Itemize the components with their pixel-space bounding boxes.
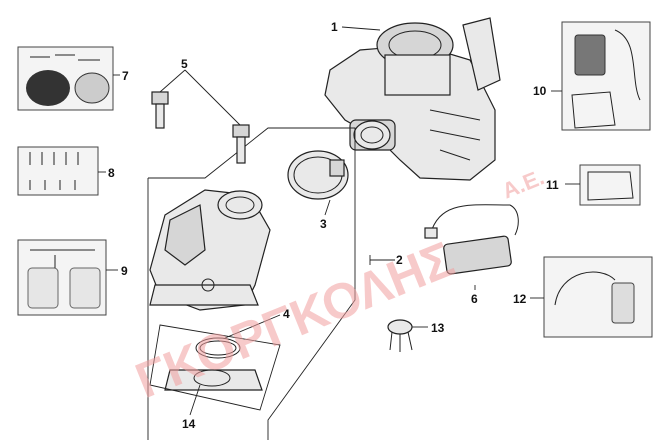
carburetor-part	[324, 17, 501, 181]
intake-manifold-assembly	[147, 127, 356, 440]
photo-kit-9	[17, 239, 107, 316]
callout-10: 10	[533, 84, 547, 98]
callout-11: 11	[546, 178, 559, 192]
callout-3: 3	[320, 217, 327, 231]
callout-8: 8	[108, 166, 115, 180]
callout-5: 5	[181, 57, 188, 71]
bolt-parts	[151, 91, 250, 164]
photo-kit-11	[579, 164, 641, 206]
leader-lines	[98, 26, 580, 416]
callout-12: 12	[513, 292, 527, 306]
photo-kit-7	[17, 46, 114, 111]
hose-clamp-part	[287, 150, 349, 200]
photo-kit-10	[561, 21, 651, 131]
callout-labels: 1 2 3 4 5 6 7 8 9 10 11 12 13 14	[108, 20, 559, 431]
photo-kit-8	[17, 146, 99, 196]
watermark-suffix-text: Α.Ε.	[499, 164, 548, 203]
callout-9: 9	[121, 264, 128, 278]
callout-4: 4	[283, 307, 290, 321]
clip-part	[387, 319, 413, 352]
callout-7: 7	[122, 69, 129, 83]
callout-14: 14	[182, 417, 196, 431]
gasket-part	[149, 324, 281, 411]
callout-2: 2	[396, 253, 403, 267]
o-ring-part	[195, 337, 241, 359]
sensor-module-part	[424, 204, 519, 275]
callout-1: 1	[331, 20, 338, 34]
photo-kit-12	[543, 256, 653, 338]
callout-13: 13	[431, 321, 445, 335]
callout-6: 6	[471, 292, 478, 306]
